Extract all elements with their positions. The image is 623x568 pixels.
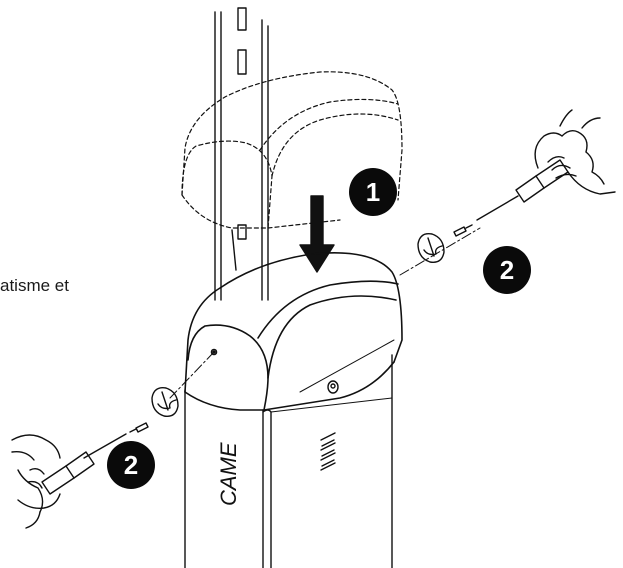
right-screwdriver <box>476 159 569 221</box>
step-badge-1: 1 <box>349 168 397 216</box>
left-end-cap <box>151 387 179 417</box>
barrier-housing <box>184 354 393 568</box>
step-badge-1-label: 1 <box>366 177 380 207</box>
down-arrow <box>299 195 335 273</box>
left-hand <box>11 434 61 529</box>
left-screwdriver <box>41 433 127 495</box>
housing-cover <box>184 252 403 411</box>
step-badge-2-right: 2 <box>483 246 531 294</box>
step-badge-2-left: 2 <box>107 441 155 489</box>
step-badge-2-left-label: 2 <box>124 450 138 480</box>
right-hand <box>534 109 616 195</box>
right-screw <box>453 224 473 237</box>
right-end-cap <box>417 233 445 263</box>
brand-logo-text: CAME <box>216 442 241 506</box>
upright-post <box>214 7 269 301</box>
ghost-cover <box>181 71 403 229</box>
alignment-lines <box>169 227 481 399</box>
step-badge-2-right-label: 2 <box>500 255 514 285</box>
left-screw <box>129 422 149 433</box>
caption-text: atisme et <box>0 276 69 295</box>
